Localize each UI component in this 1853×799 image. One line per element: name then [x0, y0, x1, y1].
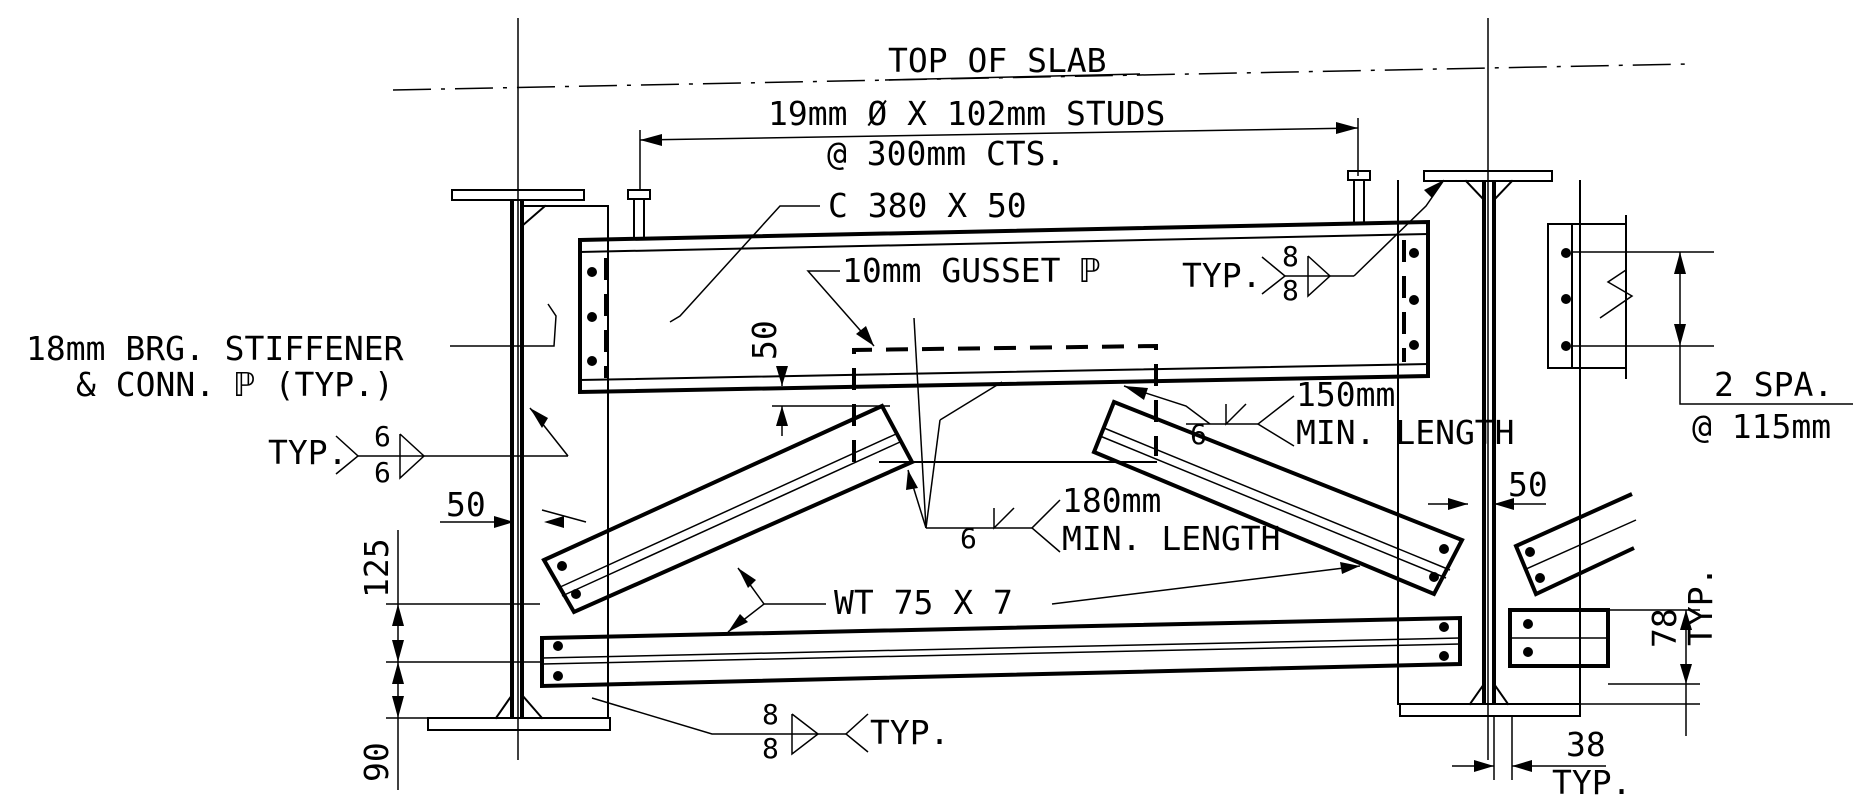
weld180-leader-4 — [939, 381, 1003, 421]
dim-125: 125 — [357, 538, 396, 598]
gusset-leader — [806, 270, 875, 347]
top-of-slab-label: TOP OF SLAB — [888, 41, 1107, 80]
weld150-symbol — [1225, 403, 1247, 426]
dim-50-gusset: 50 — [745, 320, 784, 360]
dim-50-right-arrow-left — [1448, 498, 1468, 510]
weld150-flag — [1256, 395, 1295, 447]
dim-38-arrow-left — [1474, 760, 1494, 772]
weld150-label-line2: MIN. LENGTH — [1296, 413, 1515, 452]
dim-38-typ-label: TYP. — [1552, 763, 1631, 799]
bottom-weld-flag — [844, 713, 869, 753]
dim-50-left: 50 — [446, 485, 486, 524]
bottom-weld-symbol — [791, 713, 820, 756]
dim-90: 90 — [357, 742, 396, 782]
weld-left-symbol — [399, 433, 426, 480]
right-connection-plate — [1547, 215, 1634, 379]
dim-78-arrow-top — [1680, 610, 1692, 630]
channel-bolts-right — [1409, 248, 1419, 350]
gusset-weld-size-bottom: 8 — [1282, 274, 1299, 307]
left-girder — [427, 189, 611, 731]
studs-spacing-label: @ 300mm CTS. — [827, 134, 1065, 173]
studs-arrow-right — [1336, 122, 1358, 134]
wt-leader-right — [1051, 565, 1361, 605]
weld-left-arrow — [530, 408, 548, 428]
dim-38-label: 38 — [1566, 725, 1606, 764]
weld180-leader-2 — [925, 419, 941, 529]
weld-left-size-top: 6 — [374, 420, 391, 453]
stiffener-label-line2: & CONN. ℙ (TYP.) — [76, 365, 394, 404]
dim-125-arrow-bottom — [392, 640, 404, 662]
channel-label: C 380 X 50 — [828, 186, 1027, 225]
wt-leader-right-arrow — [1340, 562, 1360, 574]
weld-typ-left-label: TYP. — [268, 433, 347, 472]
wt-member-label: WT 75 X 7 — [834, 583, 1013, 622]
gusset-plate-outline — [852, 343, 1158, 462]
diagonal-wt-right — [1091, 399, 1465, 597]
stiffener-leader — [450, 303, 557, 347]
dim-125-arrow-top — [392, 604, 404, 626]
right-bottom-stub — [1508, 608, 1610, 668]
studs-dim-line — [639, 127, 1359, 141]
gusset-weld-symbol — [1307, 255, 1332, 298]
weld150-size: 6 — [1190, 418, 1207, 451]
top-of-slab-underline — [884, 73, 1141, 81]
spa-leader — [1679, 346, 1853, 405]
bottom-weld-size-bottom: 8 — [762, 732, 779, 765]
channel-leader — [669, 205, 820, 323]
gusset-weld-size-top: 8 — [1282, 240, 1299, 273]
weld-left-size-bottom: 6 — [374, 456, 391, 489]
weld180-flag — [1030, 499, 1061, 553]
dim-90-arrow-bottom — [392, 696, 404, 718]
spa-label-line2: @ 115mm — [1692, 407, 1831, 446]
weld150-arrow — [1124, 386, 1148, 400]
dim-50-gusset-arrow-top — [776, 366, 788, 386]
weld180-label-line2: MIN. LENGTH — [1062, 519, 1281, 558]
wt-leader-left-arrow — [738, 568, 756, 588]
bottom-weld-leader — [591, 697, 846, 735]
dim-50-left-arrow — [494, 516, 514, 528]
weld180-arrow-1 — [906, 470, 918, 490]
adjacent-wt-partial — [1513, 492, 1637, 597]
studs-label: 19mm Ø X 102mm STUDS — [768, 94, 1165, 133]
bottom-wt — [540, 615, 1462, 689]
stud-left — [627, 189, 651, 239]
dim-38-arrow-right — [1512, 760, 1532, 772]
dim-50-right-arrow — [1494, 498, 1514, 510]
dim-90-arrow-top — [392, 662, 404, 684]
weld180-size: 6 — [960, 522, 977, 555]
gusset-leader-arrow — [856, 326, 874, 346]
wt-leader-bottom-arrow — [728, 614, 748, 632]
bottom-weld-typ: TYP. — [870, 713, 949, 752]
dim-50-left-arrow-right — [544, 516, 564, 528]
channel-bolts-left — [587, 267, 597, 366]
gusset-label: 10mm GUSSET ℙ — [842, 251, 1100, 290]
spa-label-line1: 2 SPA. — [1714, 365, 1833, 404]
stiffener-label-line1: 18mm BRG. STIFFENER — [26, 329, 404, 368]
gusset-weld-arrow — [1424, 180, 1444, 198]
weld180-symbol — [993, 507, 1015, 530]
weld180-label-line1: 180mm — [1062, 481, 1161, 520]
weld180-leader-3 — [913, 317, 927, 529]
spa-arrow-top — [1674, 252, 1686, 274]
diagonal-wt-left — [541, 403, 915, 615]
gusset-typ-label: TYP. — [1182, 256, 1261, 295]
weld150-label-line1: 150mm — [1296, 375, 1395, 414]
bottom-weld-size-top: 8 — [762, 698, 779, 731]
dim-78-arrow-bottom — [1680, 664, 1692, 684]
dim-78-typ-label: TYP. — [1681, 567, 1720, 646]
spa-arrow-bottom — [1674, 324, 1686, 346]
wt-leader-left — [737, 567, 826, 605]
stud-right — [1347, 170, 1371, 223]
studs-arrow-left — [640, 134, 662, 146]
dim-78-label: 78 — [1645, 608, 1684, 648]
channel-c380 — [578, 219, 1430, 395]
right-girder — [1397, 170, 1581, 717]
dim-50-right: 50 — [1508, 465, 1548, 504]
dim-50-gusset-arrow-bottom — [776, 406, 788, 426]
